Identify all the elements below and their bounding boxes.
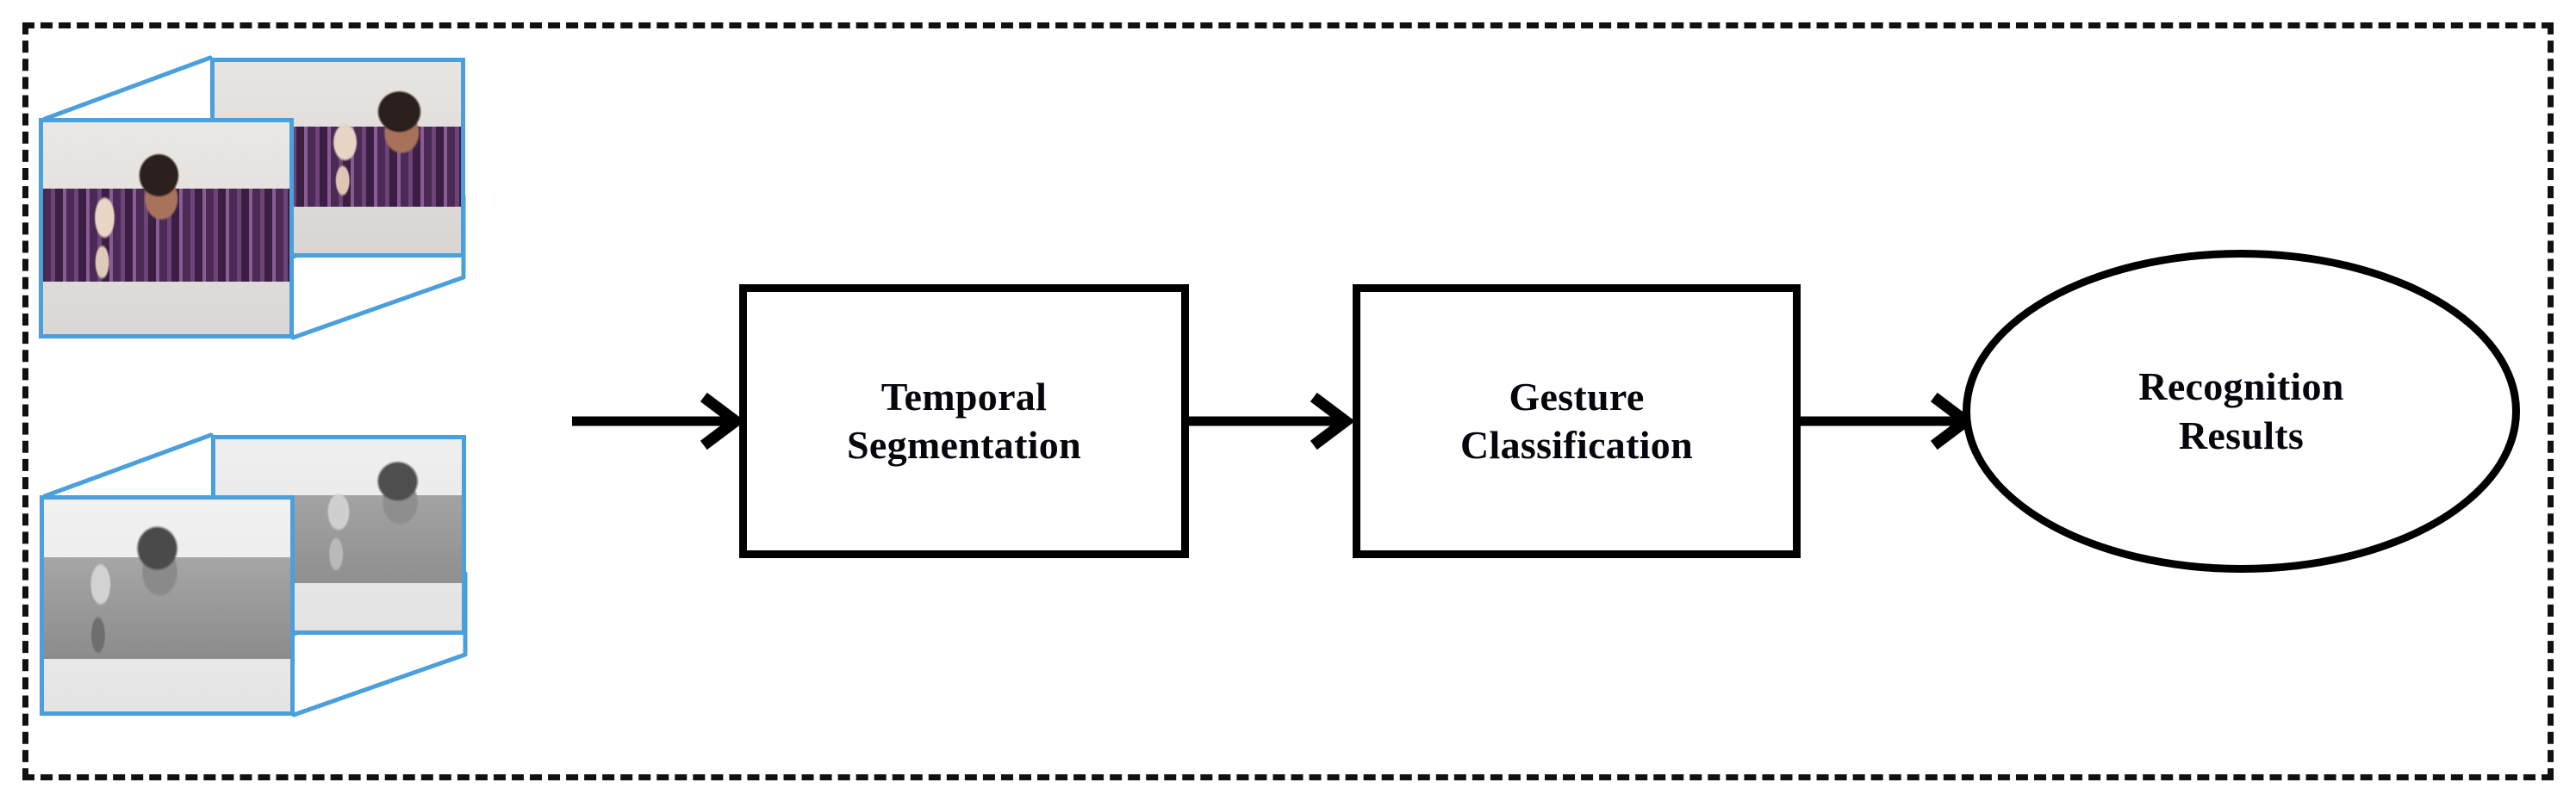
arrow-gesture-to-results: [1801, 392, 1976, 450]
node-temporal-segmentation-label: Temporal Segmentation: [847, 374, 1081, 467]
arrow-temporal-to-gesture: [1189, 392, 1355, 450]
depth-frame-front: [40, 495, 295, 716]
rgb-video-volume: [34, 34, 534, 379]
node-recognition-results[interactable]: Recognition Results: [1963, 250, 2520, 573]
node-gesture-classification[interactable]: Gesture Classification: [1353, 284, 1801, 558]
node-temporal-segmentation[interactable]: Temporal Segmentation: [739, 284, 1189, 558]
diagram-dashed-border: [22, 22, 2554, 780]
rgb-frame-front: [39, 118, 294, 338]
node-recognition-results-label: Recognition Results: [2138, 364, 2344, 457]
arrow-input-to-temporal: [572, 392, 745, 450]
depth-video-volume: [34, 409, 534, 762]
node-gesture-classification-label: Gesture Classification: [1460, 374, 1693, 467]
